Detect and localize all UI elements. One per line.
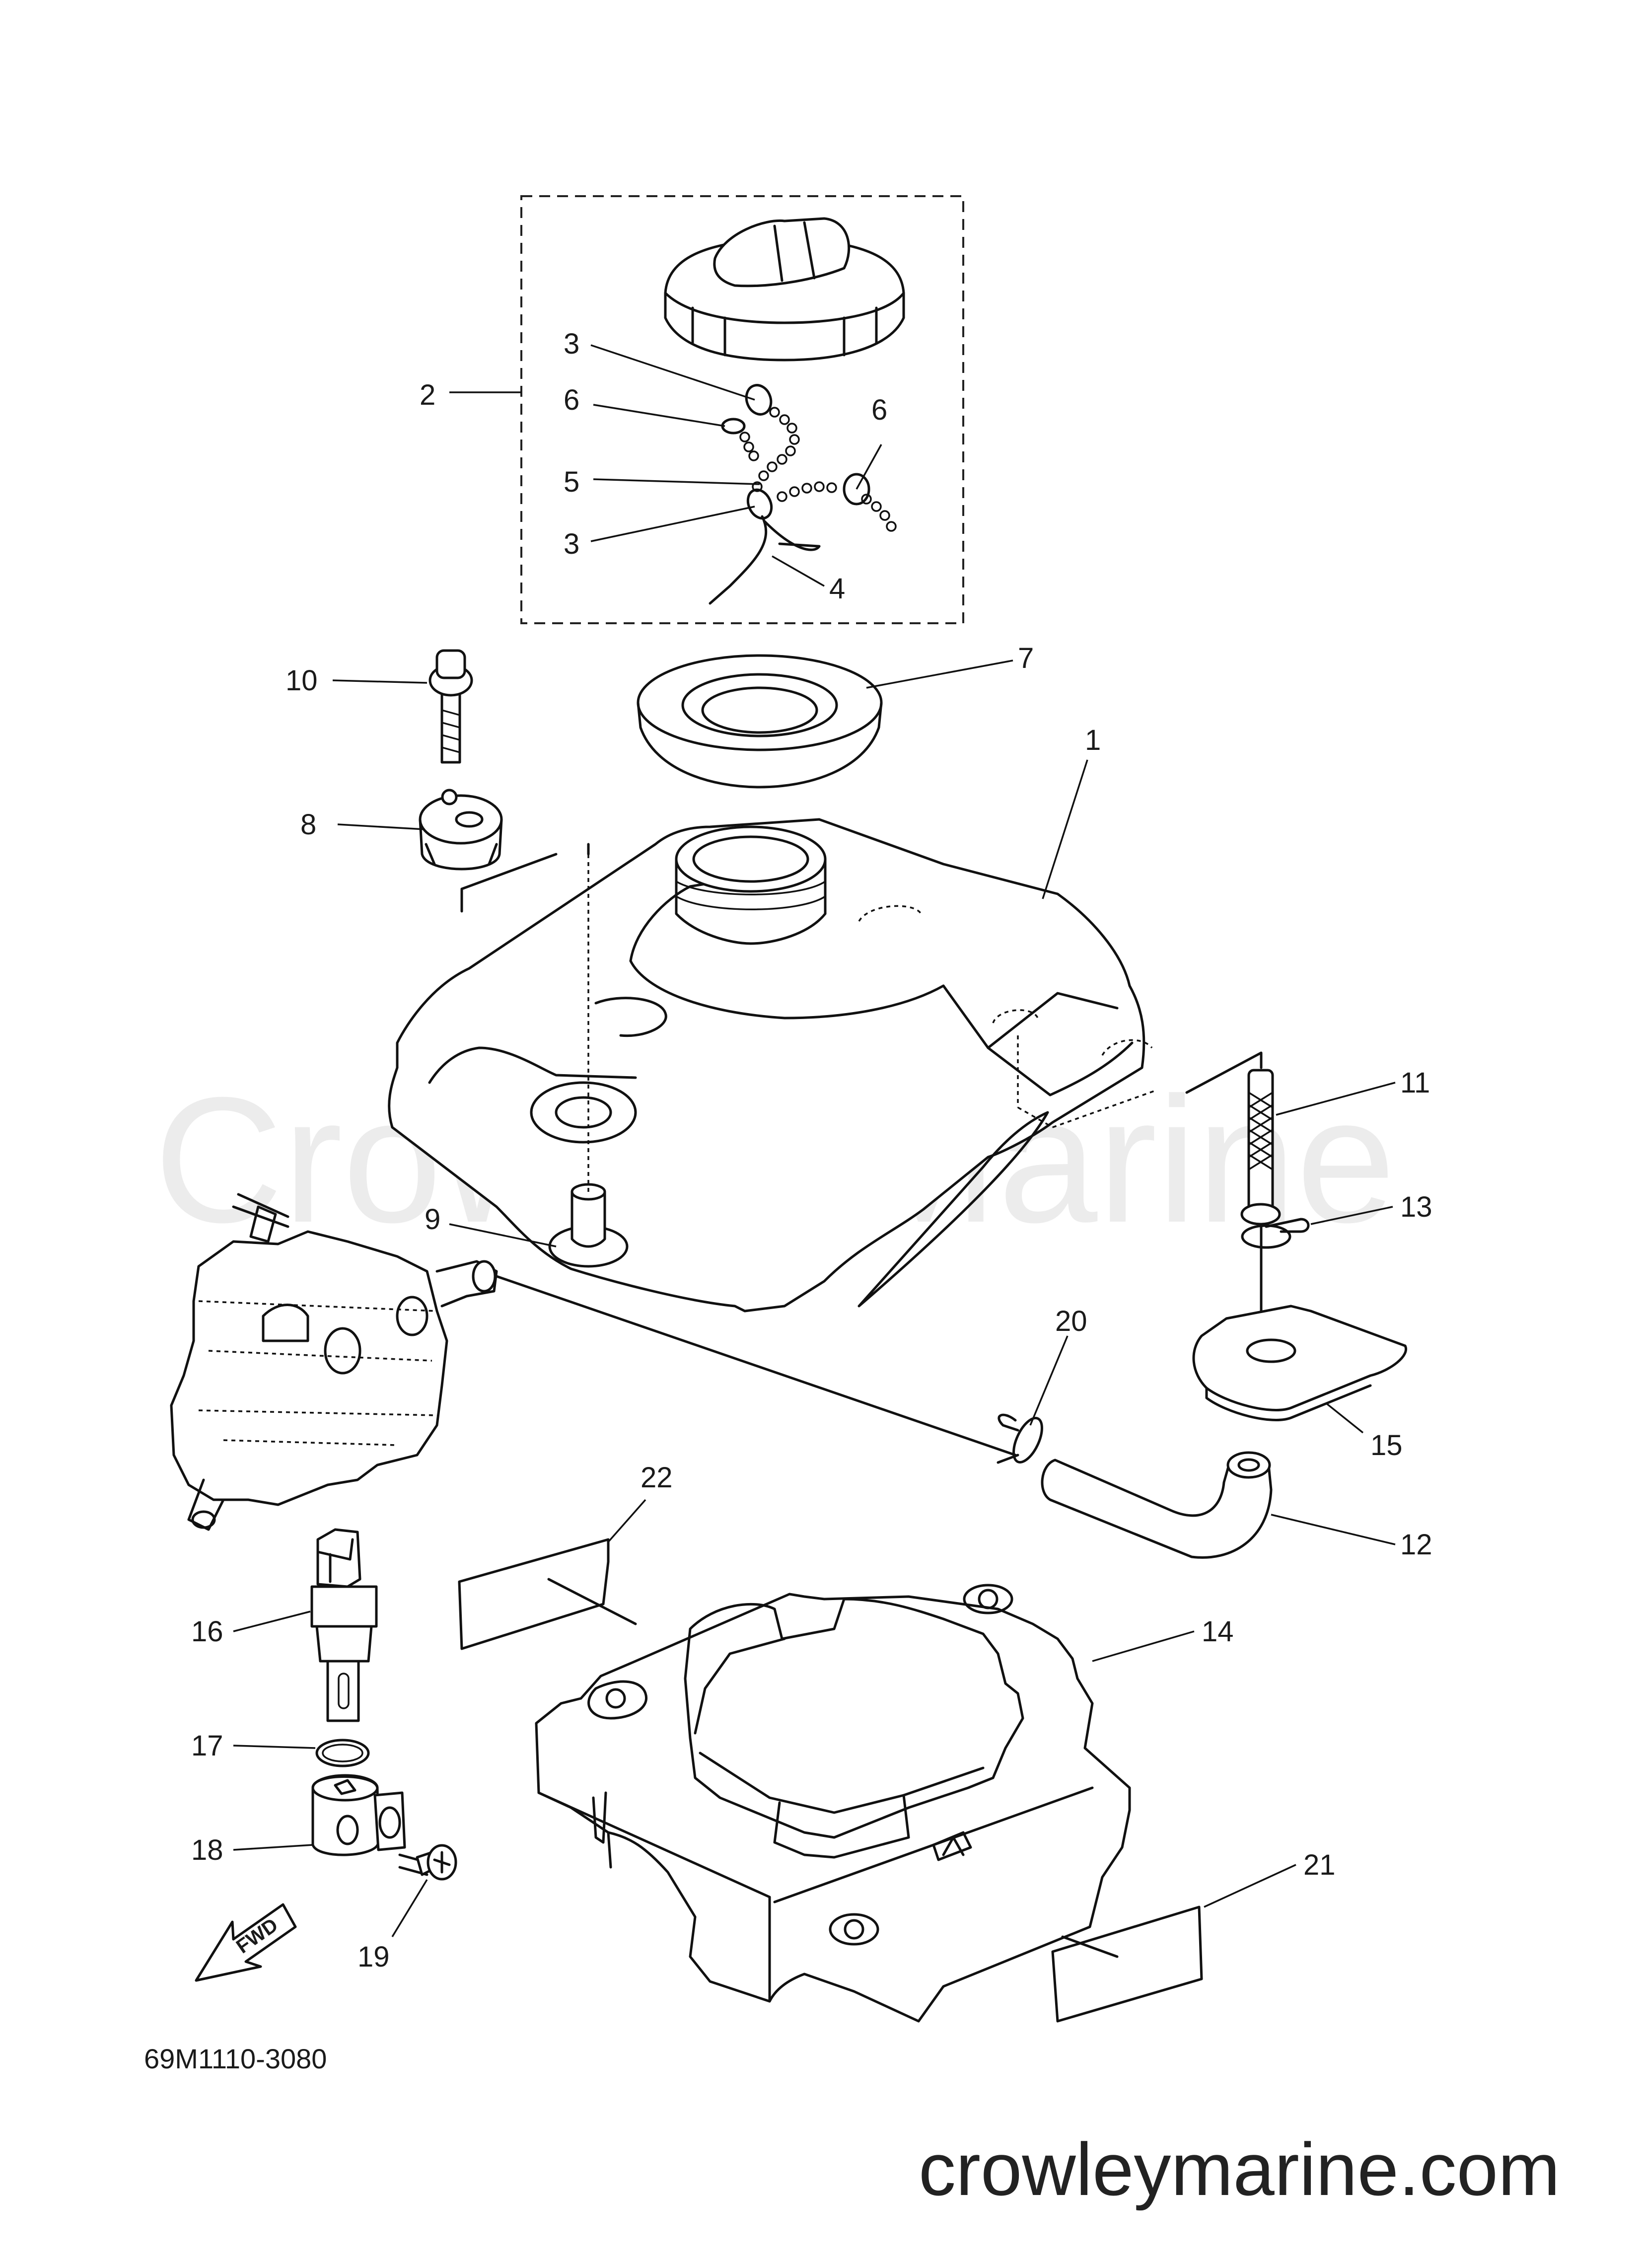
callout-15: 15 (1370, 1429, 1403, 1462)
fuel-line-path (495, 1275, 1017, 1457)
callout-6-right: 6 (871, 394, 887, 426)
filler-grommet (637, 654, 883, 789)
fuel-cap (664, 217, 905, 362)
choke-lever (311, 1774, 406, 1856)
cap-kit-dashed-box (520, 195, 964, 624)
callout-13: 13 (1400, 1191, 1432, 1223)
callout-labels: 1 2 3 3 4 5 6 6 7 8 9 10 11 12 13 14 15 … (191, 328, 1432, 1973)
fuel-filter (1240, 1069, 1281, 1226)
callout-3-upper: 3 (564, 328, 579, 360)
callout-6-left: 6 (564, 384, 579, 416)
callout-2: 2 (420, 379, 435, 411)
callout-1: 1 (1085, 724, 1101, 756)
o-ring (315, 1739, 370, 1767)
callout-3-lower: 3 (564, 528, 579, 560)
vent-screw (428, 649, 473, 764)
callout-9: 9 (425, 1203, 440, 1236)
callout-4: 4 (829, 573, 845, 605)
part-code-label: 69M1110-3080 (144, 2043, 327, 2074)
callout-8: 8 (300, 808, 316, 841)
fuel-hose (1041, 1451, 1273, 1559)
callout-10: 10 (286, 664, 318, 697)
filter-clip (1241, 1218, 1310, 1249)
choke-knob (310, 1528, 378, 1722)
air-vent-valve (419, 789, 503, 871)
assembly-line-vent (460, 843, 590, 913)
leader-lines (233, 344, 1396, 1937)
callout-19: 19 (357, 1941, 390, 1973)
callout-5: 5 (564, 466, 579, 498)
callout-18: 18 (191, 1834, 223, 1866)
callout-14: 14 (1202, 1615, 1234, 1648)
website-label: crowleymarine.com (919, 2127, 1560, 2211)
callout-16: 16 (191, 1615, 223, 1648)
callout-7: 7 (1018, 642, 1034, 674)
carburetor (170, 1193, 498, 1531)
decal-22 (458, 1538, 637, 1650)
hose-clip (997, 1413, 1043, 1464)
callout-17: 17 (191, 1730, 223, 1762)
callout-12: 12 (1400, 1529, 1432, 1561)
bottom-cowling (535, 1584, 1131, 2023)
cap-chain-assembly (709, 384, 897, 605)
callout-21: 21 (1303, 1849, 1336, 1881)
filter-gasket (1192, 1305, 1408, 1421)
assembly-line-filter (1185, 1051, 1263, 1317)
callout-22: 22 (641, 1462, 673, 1494)
callout-20: 20 (1055, 1305, 1087, 1337)
tank-collar (548, 1183, 629, 1268)
o-ring-inner (322, 1744, 363, 1762)
fwd-arrow-icon: FWD (195, 1903, 297, 1982)
lever-screw (398, 1844, 457, 1881)
decal-21 (1051, 1905, 1203, 2023)
callout-11: 11 (1400, 1067, 1430, 1099)
